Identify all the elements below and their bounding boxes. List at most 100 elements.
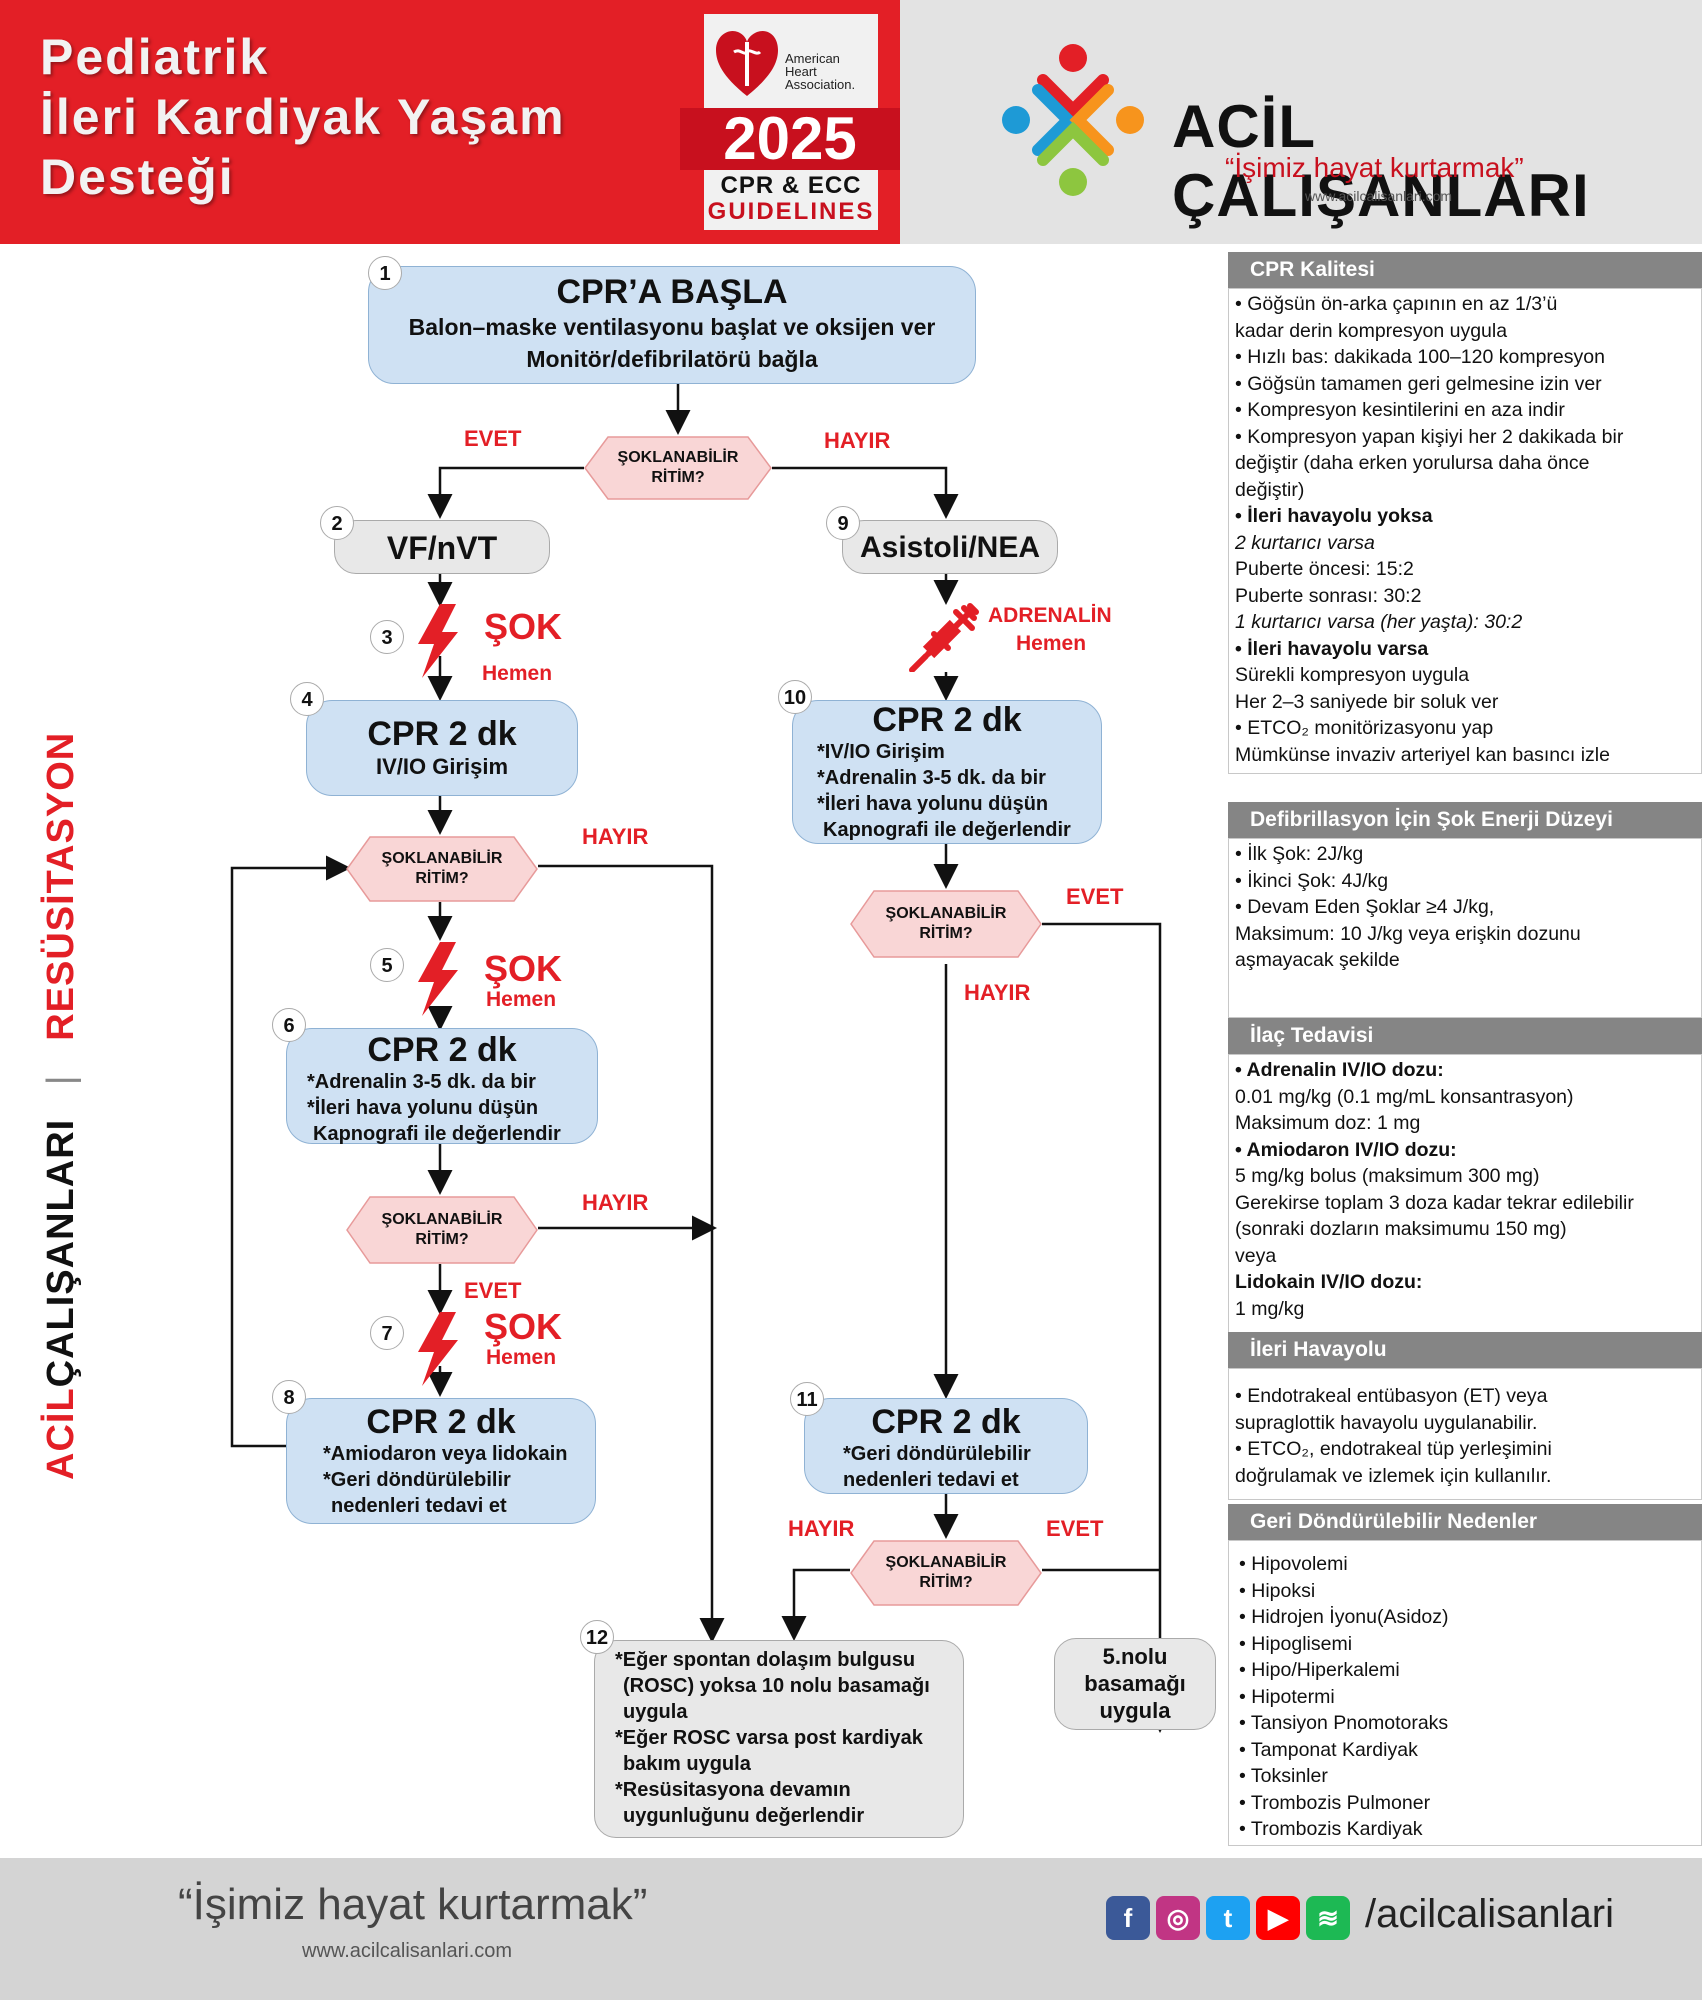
step1-line2: Monitör/defibrilatörü bağla [526, 346, 818, 372]
flow-connectors [230, 384, 1173, 1733]
step8-line2: *Geri döndürülebilir [323, 1469, 511, 1491]
brand-name: ACİL ÇALIŞANLARI [1172, 93, 1590, 229]
panel-defib-body: • İlk Şok: 2J/kg • İkinci Şok: 4J/kg • D… [1228, 838, 1702, 1018]
adrenaline-syringe-icon [909, 603, 979, 672]
panel-cpr-quality-body: • Göğsün ön-arka çapının en az 1/3’ü kad… [1228, 288, 1702, 774]
decision1-no: HAYIR [824, 428, 891, 453]
step1-line1: Balon–maske ventilasyonu başlat ve oksij… [408, 314, 936, 340]
decision5-no: HAYIR [788, 1516, 855, 1541]
panel-drugs-body: • Adrenalin IV/IO dozu: 0.01 mg/kg (0.1 … [1228, 1054, 1702, 1338]
step7-shock-bolt-icon [418, 1312, 458, 1386]
step10-line2: *Adrenalin 3-5 dk. da bir [817, 767, 1046, 789]
step10-number: 10 [778, 680, 812, 714]
decision2-diamond [346, 836, 538, 902]
step1-box: CPR’A BAŞLA Balon–maske ventilasyonu baş… [368, 266, 976, 384]
step12-line4: *Eğer ROSC varsa post kardiyak [615, 1727, 923, 1749]
youtube-icon[interactable]: ▶ [1256, 1896, 1300, 1940]
page-title-line2: İleri Kardiyak Yaşam [40, 89, 566, 145]
panel-cpr-quality-header: CPR Kalitesi [1228, 252, 1702, 288]
decision5-yes: EVET [1046, 1516, 1104, 1541]
step12-line6: *Resüsitasyona devamın [615, 1779, 851, 1801]
goto-step5-line1: 5.nolu [1102, 1644, 1168, 1669]
step6-box: CPR 2 dk *Adrenalin 3-5 dk. da bir *İler… [286, 1028, 598, 1145]
page-title-line1: Pediatrik [40, 29, 270, 85]
step5-note: Hemen [486, 988, 557, 1011]
decision1-diamond [584, 436, 772, 500]
step1-title: CPR’A BAŞLA [556, 273, 788, 311]
footer-band [0, 1858, 1702, 2000]
panel-causes-body: • Hipovolemi • Hipoksi • Hidrojen İyonu(… [1228, 1540, 1702, 1846]
step8-line3: nedenleri tedavi et [331, 1495, 507, 1517]
step4-line1: IV/IO Girişim [375, 754, 509, 779]
panel-airway-header: İleri Havayolu [1228, 1332, 1702, 1368]
step10-box: CPR 2 dk *IV/IO Girişim *Adrenalin 3-5 d… [792, 700, 1102, 844]
goto-step5-box: 5.nolu basamağı uygula [1054, 1638, 1216, 1730]
step6-line2: *İleri hava yolunu düşün [307, 1097, 539, 1119]
panel-drugs-header: İlaç Tedavisi [1228, 1018, 1702, 1054]
instagram-icon[interactable]: ◎ [1156, 1896, 1200, 1940]
badge-year-band [680, 108, 900, 170]
step4-box: CPR 2 dk IV/IO Girişim [306, 700, 578, 796]
step7-number: 7 [370, 1316, 404, 1350]
step9-box: Asistoli/NEA [842, 520, 1058, 574]
step12-line1: *Eğer spontan dolaşım bulgusu [615, 1649, 916, 1671]
step1-number: 1 [368, 256, 402, 290]
step8-box: CPR 2 dk *Amiodaron veya lidokain *Geri … [286, 1398, 596, 1524]
step5-shock: ŞOK [484, 948, 563, 989]
step11-line1: *Geri döndürülebilir [843, 1443, 1031, 1465]
decision2-no: HAYIR [582, 824, 649, 849]
step2-box: VF/nVT [334, 520, 550, 574]
step7-shock: ŞOK [484, 1306, 563, 1347]
step2-number: 2 [320, 506, 354, 540]
adrenaline-label: ADRENALİN [988, 604, 1112, 627]
step2-title: VF/nVT [386, 530, 498, 566]
decision4-yes: EVET [1066, 884, 1124, 909]
twitter-icon[interactable]: t [1206, 1896, 1250, 1940]
step12-line5: bakım uygula [623, 1753, 751, 1775]
step9-title: Asistoli/NEA [859, 531, 1041, 564]
step11-box: CPR 2 dk *Geri döndürülebilir nedenleri … [804, 1398, 1088, 1494]
step11-line2: nedenleri tedavi et [843, 1469, 1019, 1491]
step8-number: 8 [272, 1380, 306, 1414]
decision3-diamond [346, 1196, 538, 1264]
step5-shock-bolt-icon [418, 942, 458, 1016]
goto-step5-line3: uygula [1099, 1698, 1171, 1723]
step6-number: 6 [272, 1008, 306, 1042]
panel-defib-header: Defibrillasyon İçin Şok Enerji Düzeyi [1228, 802, 1702, 838]
step3-note: Hemen [482, 662, 553, 685]
step12-line7: uygunluğunu değerlendir [623, 1805, 865, 1827]
decision4-diamond [850, 890, 1042, 958]
acil-calisanlari-logo-icon [1002, 44, 1144, 196]
step6-line1: *Adrenalin 3-5 dk. da bir [307, 1071, 536, 1093]
decision4-no: HAYIR [964, 980, 1031, 1005]
goto-step5-line2: basamağı [1084, 1671, 1186, 1696]
spotify-icon[interactable]: ≋ [1306, 1896, 1350, 1940]
badge-cpr-ecc: CPR & ECC [720, 172, 862, 199]
badge-year: 2025 [723, 105, 857, 172]
step10-title: CPR 2 dk [872, 701, 1022, 739]
step12-line3: uygula [623, 1701, 688, 1723]
step6-line3: Kapnografi ile değerlendir [313, 1123, 561, 1145]
step7-note: Hemen [486, 1346, 557, 1369]
step8-line1: *Amiodaron veya lidokain [323, 1443, 568, 1465]
step6-title: CPR 2 dk [367, 1031, 517, 1069]
step3-shock: ŞOK [484, 606, 563, 647]
footer-slogan: “İşimiz hayat kurtarmak” [178, 1880, 648, 1929]
brand-url: www.acilcalisanlari.com [1305, 188, 1453, 204]
facebook-icon[interactable]: f [1106, 1896, 1150, 1940]
step9-number: 9 [826, 506, 860, 540]
header-gray-band [900, 0, 1702, 244]
step11-number: 11 [790, 1382, 824, 1416]
footer-social-handle[interactable]: /acilcalisanlari [1365, 1892, 1614, 1936]
step12-line2: (ROSC) yoksa 10 nolu basamağı [623, 1675, 930, 1697]
step3-shock-bolt-icon [418, 604, 458, 678]
footer-url[interactable]: www.acilcalisanlari.com [302, 1940, 513, 1962]
step5-number: 5 [370, 948, 404, 982]
decision1-yes: EVET [464, 426, 522, 451]
step10-line3: *İleri hava yolunu düşün [817, 793, 1049, 815]
